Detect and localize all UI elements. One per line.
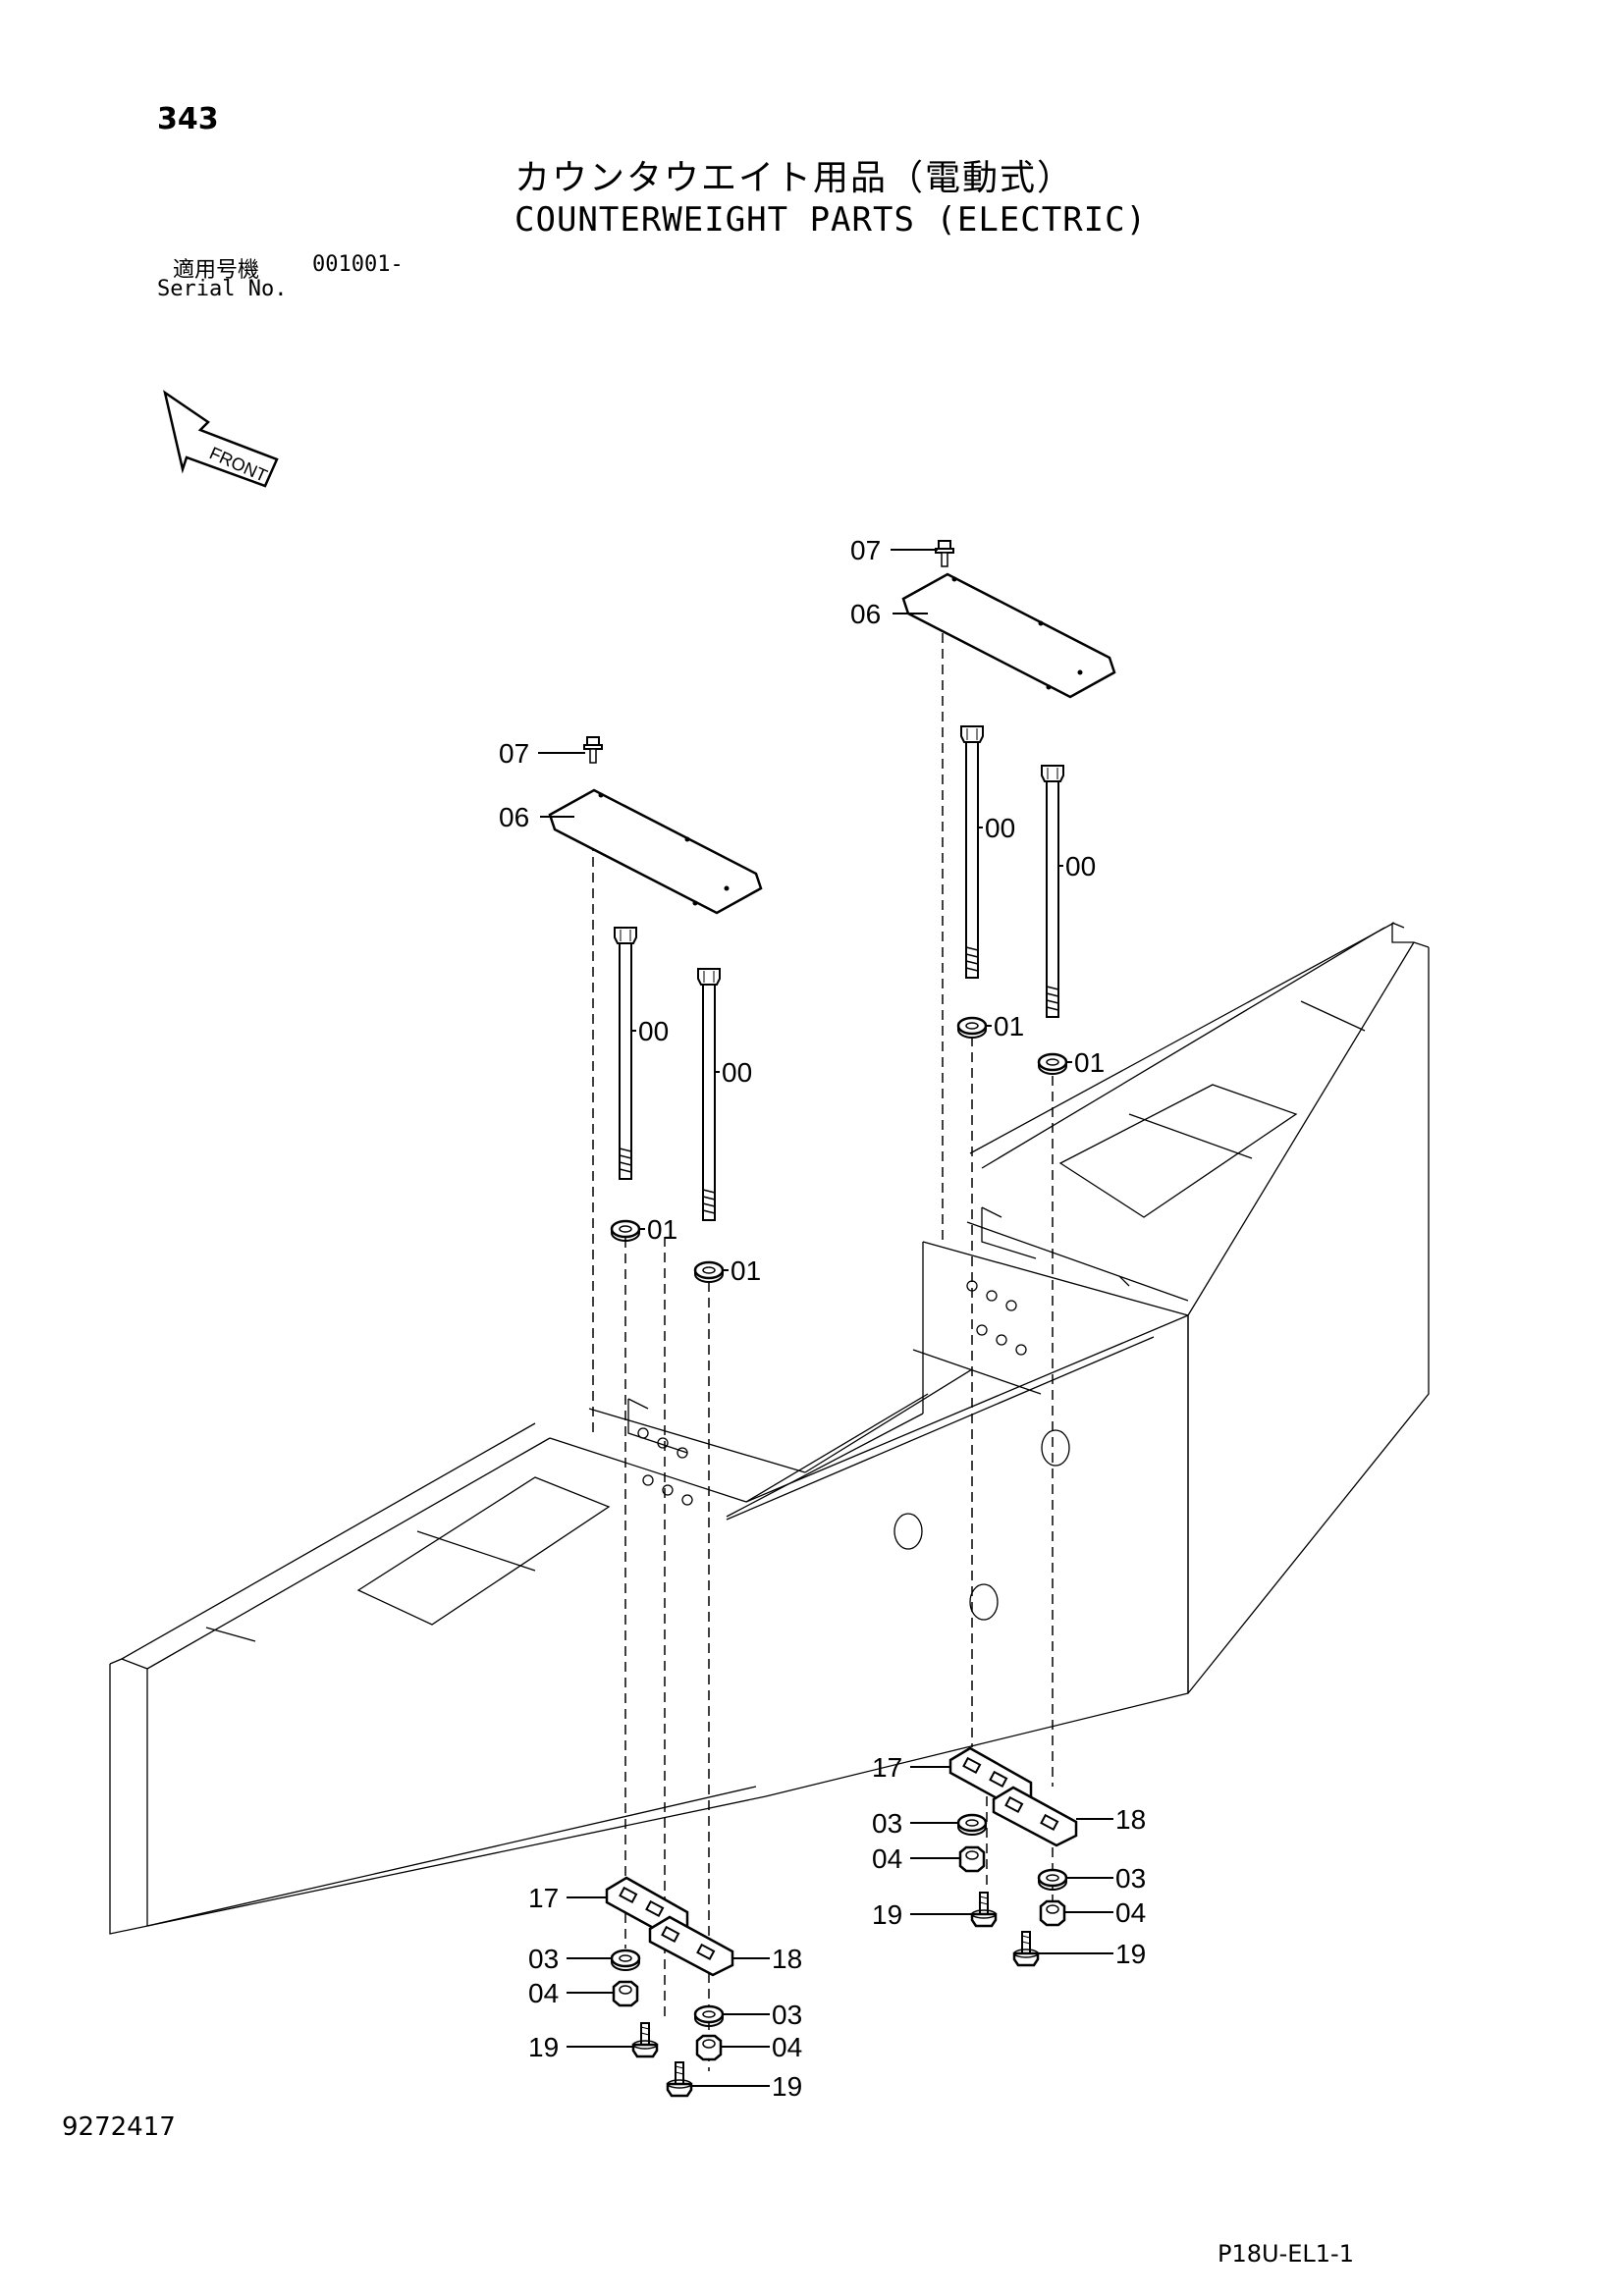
part-label-03: 03 <box>1115 1863 1146 1894</box>
counterweight-body <box>109 922 1430 1935</box>
part-label-00: 00 <box>985 813 1015 843</box>
right-lower-plate-18 <box>992 1786 1078 1847</box>
part-labels: 07 06 00 00 01 01 07 06 00 00 01 01 17 1… <box>499 535 1146 2102</box>
part-label-07: 07 <box>499 738 529 769</box>
serial-value: 001001- <box>312 252 404 277</box>
left-cover-bolt <box>583 736 603 764</box>
right-cover-bolt <box>935 540 954 567</box>
left-cover-plate <box>548 788 763 915</box>
part-label-03: 03 <box>872 1808 902 1839</box>
part-label-03: 03 <box>528 1944 559 1974</box>
washer <box>693 1260 725 1284</box>
page-title-en: COUNTERWEIGHT PARTS (ELECTRIC) <box>514 200 1148 240</box>
part-label-03: 03 <box>772 2000 802 2030</box>
part-label-18: 18 <box>772 1944 802 1974</box>
washer-03 <box>693 2004 725 2028</box>
assembly-guide-lines <box>592 633 1054 2071</box>
washer-03 <box>956 1813 988 1837</box>
part-label-00: 00 <box>638 1016 669 1046</box>
bolt-19 <box>1012 1930 1040 1967</box>
nut-04 <box>958 1845 986 1873</box>
part-label-04: 04 <box>772 2032 802 2062</box>
part-label-19: 19 <box>772 2071 802 2102</box>
front-arrow-icon: FRONT <box>163 390 279 488</box>
part-label-07: 07 <box>850 535 881 565</box>
part-label-01: 01 <box>731 1255 761 1286</box>
part-label-06: 06 <box>499 802 529 832</box>
long-bolt <box>614 927 637 1180</box>
page-title-jp: カウンタウエイト用品（電動式） <box>514 158 1075 198</box>
washer <box>956 1016 988 1040</box>
part-label-04: 04 <box>528 1978 559 2008</box>
right-cover-plate <box>901 572 1116 699</box>
part-label-17: 17 <box>872 1752 902 1783</box>
serial-label-en: Serial No. <box>157 277 288 301</box>
nut-04 <box>612 1980 639 2007</box>
washer-03 <box>610 1949 641 1972</box>
long-bolt <box>697 968 721 1221</box>
left-lower-plate-18 <box>648 1915 734 1977</box>
part-label-18: 18 <box>1115 1804 1146 1835</box>
nut-04 <box>1039 1899 1066 1927</box>
part-label-01: 01 <box>1074 1047 1105 1078</box>
part-label-00: 00 <box>722 1057 752 1088</box>
part-label-04: 04 <box>1115 1897 1146 1928</box>
bolt-19 <box>970 1891 998 1928</box>
part-label-01: 01 <box>994 1011 1024 1041</box>
part-label-00: 00 <box>1065 851 1096 881</box>
drawing-number: 9272417 <box>62 2112 176 2142</box>
part-label-04: 04 <box>872 1843 902 1874</box>
part-label-01: 01 <box>647 1214 677 1245</box>
washer-03 <box>1037 1868 1068 1892</box>
washer <box>610 1219 641 1243</box>
part-label-19: 19 <box>872 1899 902 1930</box>
bolt-19 <box>666 2060 693 2098</box>
part-label-19: 19 <box>528 2032 559 2062</box>
long-bolt <box>1041 765 1064 1018</box>
part-label-06: 06 <box>850 599 881 629</box>
part-label-17: 17 <box>528 1883 559 1913</box>
washer <box>1037 1052 1068 1076</box>
leader-lines <box>538 549 1113 2087</box>
part-label-19: 19 <box>1115 1939 1146 1969</box>
page-code: P18U-EL1-1 <box>1218 2240 1354 2268</box>
bolt-19 <box>631 2021 659 2058</box>
nut-04 <box>695 2034 723 2061</box>
page-number: 343 <box>157 102 219 136</box>
long-bolt <box>960 725 984 979</box>
serial-label-jp: 適用号機 <box>173 258 260 283</box>
